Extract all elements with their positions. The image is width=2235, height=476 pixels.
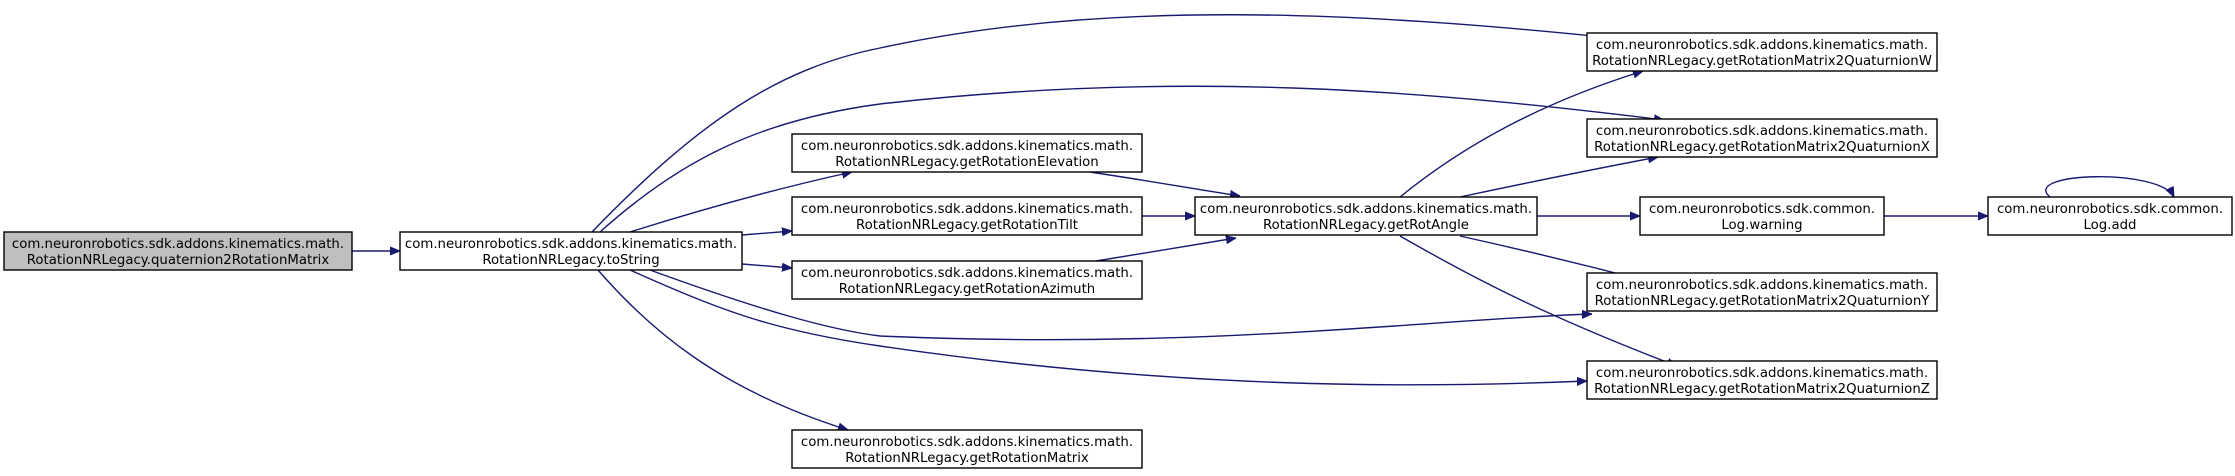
node-quaturnion-y[interactable]: com.neuronrobotics.sdk.addons.kinematics… <box>1586 272 1938 312</box>
node-quaternion2rotationmatrix[interactable]: com.neuronrobotics.sdk.addons.kinematics… <box>3 231 353 271</box>
svg-text:com.neuronrobotics.sdk.common.: com.neuronrobotics.sdk.common. <box>1997 202 2223 217</box>
node-quaturnion-z[interactable]: com.neuronrobotics.sdk.addons.kinematics… <box>1586 360 1938 400</box>
node-tostring[interactable]: com.neuronrobotics.sdk.addons.kinematics… <box>399 231 743 271</box>
nodes-layer: com.neuronrobotics.sdk.addons.kinematics… <box>3 32 2233 469</box>
svg-text:RotationNRLegacy.getRotationAz: RotationNRLegacy.getRotationAzimuth <box>839 282 1095 297</box>
svg-text:RotationNRLegacy.getRotationEl: RotationNRLegacy.getRotationElevation <box>835 155 1098 170</box>
svg-text:com.neuronrobotics.sdk.common.: com.neuronrobotics.sdk.common. <box>1649 202 1875 217</box>
svg-text:com.neuronrobotics.sdk.addons.: com.neuronrobotics.sdk.addons.kinematics… <box>1596 278 1928 293</box>
edge-elev-to-rotangle <box>1089 171 1240 196</box>
node-quaturnion-w[interactable]: com.neuronrobotics.sdk.addons.kinematics… <box>1586 32 1938 72</box>
edge-tostring-to-qw <box>591 14 1632 233</box>
edge-tostring-to-qx <box>599 85 1664 233</box>
edge-tostring-to-tilt <box>741 231 792 235</box>
edge-rotangle-to-qz <box>1399 235 1677 366</box>
svg-text:RotationNRLegacy.getRotationMa: RotationNRLegacy.getRotationMatrix2Quatu… <box>1592 54 1932 69</box>
svg-text:com.neuronrobotics.sdk.addons.: com.neuronrobotics.sdk.addons.kinematics… <box>405 237 737 252</box>
edge-azim-to-rotangle <box>1089 238 1236 263</box>
svg-text:RotationNRLegacy.getRotationMa: RotationNRLegacy.getRotationMatrix2Quatu… <box>1594 382 1930 397</box>
svg-text:com.neuronrobotics.sdk.addons.: com.neuronrobotics.sdk.addons.kinematics… <box>1200 202 1532 217</box>
svg-text:RotationNRLegacy.getRotationMa: RotationNRLegacy.getRotationMatrix2Quatu… <box>1594 140 1930 155</box>
svg-text:RotationNRLegacy.getRotationMa: RotationNRLegacy.getRotationMatrix <box>845 451 1089 466</box>
svg-text:com.neuronrobotics.sdk.addons.: com.neuronrobotics.sdk.addons.kinematics… <box>1596 38 1928 53</box>
svg-text:com.neuronrobotics.sdk.addons.: com.neuronrobotics.sdk.addons.kinematics… <box>801 202 1133 217</box>
svg-text:RotationNRLegacy.getRotationTi: RotationNRLegacy.getRotationTilt <box>856 218 1078 233</box>
edge-rotangle-to-qx <box>1459 157 1658 198</box>
svg-text:RotationNRLegacy.getRotationMa: RotationNRLegacy.getRotationMatrix2Quatu… <box>1595 294 1931 309</box>
svg-text:com.neuronrobotics.sdk.addons.: com.neuronrobotics.sdk.addons.kinematics… <box>1596 366 1928 381</box>
svg-text:com.neuronrobotics.sdk.addons.: com.neuronrobotics.sdk.addons.kinematics… <box>801 435 1133 450</box>
svg-text:RotationNRLegacy.getRotAngle: RotationNRLegacy.getRotAngle <box>1263 218 1469 233</box>
node-log-warning[interactable]: com.neuronrobotics.sdk.common. Log.warni… <box>1639 196 1885 236</box>
node-quaturnion-x[interactable]: com.neuronrobotics.sdk.addons.kinematics… <box>1586 118 1938 158</box>
edge-tostring-to-qz <box>629 269 1587 385</box>
edge-tostring-to-elev <box>629 172 852 233</box>
svg-text:com.neuronrobotics.sdk.addons.: com.neuronrobotics.sdk.addons.kinematics… <box>801 266 1133 281</box>
edge-tostring-to-rotmat <box>597 269 848 430</box>
edge-tostring-to-qy <box>649 269 1592 341</box>
node-getrotationelevation[interactable]: com.neuronrobotics.sdk.addons.kinematics… <box>791 133 1143 173</box>
node-getrotationtilt[interactable]: com.neuronrobotics.sdk.addons.kinematics… <box>791 196 1143 236</box>
edge-rotangle-to-qw <box>1399 71 1643 198</box>
svg-text:Log.add: Log.add <box>2083 218 2136 233</box>
edge-logadd-self-loop <box>2045 176 2175 197</box>
svg-text:RotationNRLegacy.quaternion2Ro: RotationNRLegacy.quaternion2RotationMatr… <box>27 253 330 268</box>
svg-text:com.neuronrobotics.sdk.addons.: com.neuronrobotics.sdk.addons.kinematics… <box>1596 124 1928 139</box>
edge-tostring-to-azim <box>741 264 792 268</box>
svg-text:Log.warning: Log.warning <box>1721 218 1802 233</box>
node-getrotangle[interactable]: com.neuronrobotics.sdk.addons.kinematics… <box>1194 196 1538 236</box>
node-getrotationmatrix[interactable]: com.neuronrobotics.sdk.addons.kinematics… <box>791 429 1143 469</box>
node-log-add[interactable]: com.neuronrobotics.sdk.common. Log.add <box>1987 196 2233 236</box>
svg-text:RotationNRLegacy.toString: RotationNRLegacy.toString <box>482 253 659 268</box>
node-getrotationazimuth[interactable]: com.neuronrobotics.sdk.addons.kinematics… <box>791 260 1143 300</box>
svg-text:com.neuronrobotics.sdk.addons.: com.neuronrobotics.sdk.addons.kinematics… <box>801 139 1133 154</box>
edges-layer <box>352 14 2175 430</box>
svg-text:com.neuronrobotics.sdk.addons.: com.neuronrobotics.sdk.addons.kinematics… <box>12 237 344 252</box>
